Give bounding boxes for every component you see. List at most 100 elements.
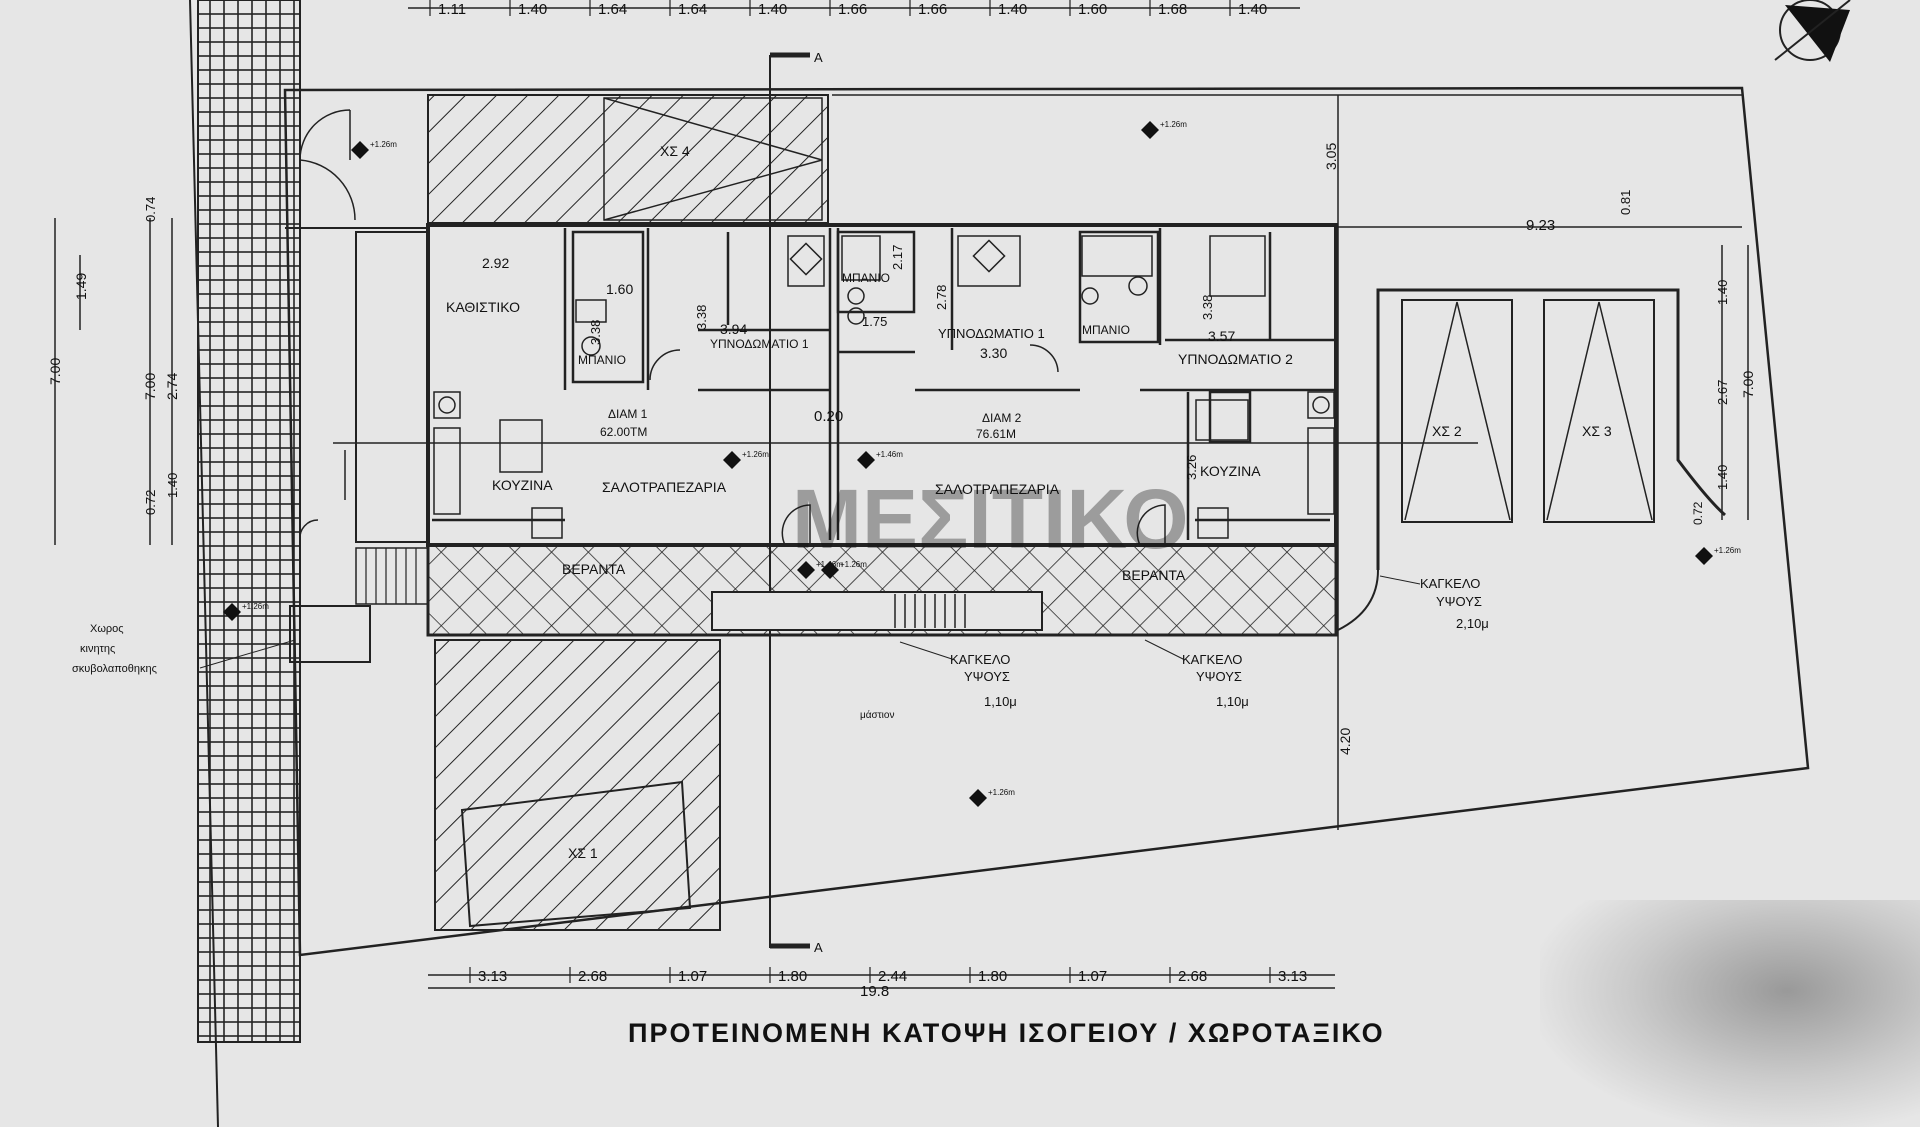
section-label-bottom: A (814, 940, 823, 955)
apartment-2-area: 76.61Μ (976, 427, 1016, 441)
apartment-1-name: ΔΙΑΜ 1 (608, 407, 648, 421)
dim-front-h: 4.20 (1337, 728, 1353, 755)
dim-kitchen-h: 3.26 (1184, 455, 1199, 480)
level-marker-icon (969, 789, 987, 807)
svg-text:ΥΨΟΥΣ: ΥΨΟΥΣ (1196, 669, 1242, 684)
dimension-label: 1.40 (518, 1, 547, 18)
level-marker-icon (821, 561, 839, 579)
dimension-label: 1.66 (918, 1, 947, 18)
left-dim-149: 1.49 (73, 273, 89, 300)
dimension-label: 1.64 (598, 1, 627, 18)
dim-small-2: 2.17 (890, 245, 905, 270)
railing-leader-3 (1379, 575, 1421, 585)
dim-bed1b-w: 3.30 (980, 345, 1007, 361)
svg-text:ΚΑΓΚΕΛΟ: ΚΑΓΚΕΛΟ (1182, 652, 1242, 667)
dim-bed1b-h: 2.78 (934, 285, 949, 310)
garden-note: μάστιον (860, 709, 894, 721)
dimension-label: 2.44 (878, 968, 907, 985)
north-arrow-icon (1774, 0, 1851, 62)
parking-area-4 (427, 94, 829, 224)
dimension-label: 1.68 (1158, 1, 1187, 18)
level-marker-icon (723, 451, 741, 469)
dimension-label: 3.13 (478, 968, 507, 985)
parking-bay-2 (1401, 299, 1513, 523)
level-marker-icon (1695, 547, 1713, 565)
level-marker-label: +1.26m (1714, 546, 1741, 555)
level-marker-label: +1.26m (370, 140, 397, 149)
parking-label-2: ΧΣ 2 (1432, 423, 1462, 439)
railing-note-1: ΚΑΓΚΕΛΟ ΥΨΟΥΣ 1,10μ (950, 652, 1017, 709)
left-dim-700b: 7.00 (142, 373, 158, 400)
svg-text:ΥΨΟΥΣ: ΥΨΟΥΣ (964, 669, 1010, 684)
plan-title: ΠΡΟΤΕΙΝΟΜΕΝΗ ΚΑΤΟΨΗ ΙΣΟΓΕΙΟΥ / ΧΩΡΟΤΑΞΙΚ… (628, 1018, 1385, 1048)
room-label-bath-3: ΜΠΑΝΙΟ (1082, 323, 1130, 337)
parking-bay-4 (603, 97, 823, 221)
parking-enclosure (1376, 288, 1726, 570)
room-label-bedroom-1a: ΥΠΝΟΔΩΜΑΤΙΟ 1 (710, 337, 809, 351)
parking-2-triangle (1404, 301, 1511, 521)
room-label-bath-1: ΜΠΑΝΙΟ (578, 353, 626, 367)
level-markers: +1.26m+1.26m+1.26m+1.46m+1.46m+1.26m+1.2… (223, 120, 1741, 807)
parking-3-triangle (1546, 301, 1653, 521)
svg-text:ΚΑΓΚΕΛΟ: ΚΑΓΚΕΛΟ (950, 652, 1010, 667)
left-steps-treads (365, 548, 417, 604)
dim-living-w: 2.92 (482, 255, 509, 271)
stair-treads (894, 594, 966, 628)
entry-door-arc (299, 159, 356, 221)
boundary-grid-strip (197, 0, 301, 1043)
dim-bed2-w: 3.57 (1208, 328, 1235, 344)
level-marker-icon (223, 603, 241, 621)
dimension-label: 1.64 (678, 1, 707, 18)
right-dim-081: 0.81 (1618, 190, 1633, 215)
room-label-veranda-1: ΒΕΡΑΝΤΑ (562, 561, 626, 577)
dimension-label: 1.07 (1078, 968, 1107, 985)
entry-steps (711, 591, 1043, 631)
dimension-label: 1.66 (838, 1, 867, 18)
dimension-label: 1.60 (1078, 1, 1107, 18)
dimension-label: 1.80 (778, 968, 807, 985)
parking-4-diag (603, 159, 823, 221)
level-marker-label: +1.26m (840, 560, 867, 569)
left-dim-074: 0.74 (143, 197, 158, 222)
dimension-label: 1.07 (678, 968, 707, 985)
bin-store (289, 605, 371, 663)
apartment-1-area: 62.00ΤΜ (600, 425, 647, 439)
level-marker-icon (857, 451, 875, 469)
dim-bed2-h: 3.38 (1200, 295, 1215, 320)
level-marker-icon (797, 561, 815, 579)
road-edge-line (189, 0, 219, 1127)
railing-leader-1 (899, 641, 956, 661)
level-marker-label: +1.26m (988, 788, 1015, 797)
level-marker-icon (1141, 121, 1159, 139)
dim-bath-h: 3.38 (588, 320, 603, 345)
dimension-label: 1.40 (758, 1, 787, 18)
watermark-text: ΜΕΣΙΤΙΚΟ (792, 472, 1189, 566)
left-dim-274: 2.74 (164, 373, 180, 400)
svg-text:1,10μ: 1,10μ (984, 694, 1017, 709)
level-marker-label: +1.26m (1160, 120, 1187, 129)
dim-bath-d: 1.60 (606, 281, 633, 297)
parking-bay-1 (460, 780, 692, 928)
room-label-dining-2: ΣΑΛΟΤΡΑΠΕΖΑΡΙΑ (935, 481, 1060, 497)
right-dim-140a: 1.40 (1715, 280, 1730, 305)
dimension-label: 2.68 (578, 968, 607, 985)
left-steps (355, 547, 429, 605)
svg-text:1,10μ: 1,10μ (1216, 694, 1249, 709)
svg-text:ΥΨΟΥΣ: ΥΨΟΥΣ (1436, 594, 1482, 609)
room-label-bath-2: ΜΠΑΝΙΟ (842, 271, 890, 285)
right-dim-072: 0.72 (1691, 501, 1705, 525)
room-label-kitchen-2: ΚΟΥΖΙΝΑ (1200, 463, 1261, 479)
railing-leader-2 (1144, 639, 1186, 661)
parking-label-1: ΧΣ 1 (568, 845, 598, 861)
right-dim-700: 7.00 (1740, 371, 1756, 398)
bottom-total-dim: 19.8 (860, 983, 889, 1000)
storage-note: Χωρος κινητης σκυβολαποθηκης (72, 623, 157, 675)
left-dim-072: 0.72 (143, 490, 158, 515)
apartment-2-name: ΔΙΑΜ 2 (982, 411, 1022, 425)
dim-bed1-w: 3.94 (720, 321, 747, 337)
railing-note-3: ΚΑΓΚΕΛΟ ΥΨΟΥΣ 2,10μ (1420, 576, 1489, 631)
dimension-label: 2.68 (1178, 968, 1207, 985)
